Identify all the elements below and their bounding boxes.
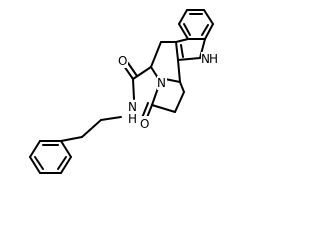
bond-ch2b-phenyl [60, 136, 83, 142]
bond-benzene-6 [178, 9, 188, 25]
bond-c1-c11a [179, 81, 185, 93]
amide-oxygen: O [118, 54, 128, 68]
bond-benzene-inner-3 [183, 23, 191, 36]
bond-ch2a-ch2b [81, 119, 102, 138]
ring-nitrogen: N [157, 76, 167, 90]
bond-c3-o-2 [141, 102, 149, 119]
bond-c6-n-ring [150, 66, 159, 79]
lactam-oxygen: O [140, 116, 150, 131]
bond-benzene-inner-2 [201, 24, 209, 36]
ring-nitrogen-label: N [157, 76, 166, 90]
molecule-structure-diagram: N H N O N H O [29, 9, 219, 174]
bond-c6-c-amide [132, 66, 152, 80]
bond-c-amide-o-1 [123, 65, 134, 80]
bond-c8a-c4b [175, 41, 179, 61]
bond-phenyl-2 [29, 140, 41, 158]
amide-nitrogen-label: N [128, 100, 137, 114]
bond-phenyl-inner-2 [34, 156, 44, 170]
bond-c2-c1 [174, 91, 185, 113]
bond-c3-c2 [151, 104, 176, 113]
indole-nh-label: N H [201, 52, 219, 66]
bond-phenyl-5 [60, 156, 72, 174]
amide-nh: N H [127, 100, 137, 126]
bond-ch2-c6 [150, 41, 162, 68]
indole-nitrogen-label: N [201, 52, 210, 66]
bond-phenyl-3 [29, 156, 41, 174]
bond-phenyl-inner-3 [57, 156, 67, 170]
bond-n-ring-c11a [164, 78, 181, 83]
bond-c-amide-n [132, 78, 135, 100]
bond-benzene-3 [204, 23, 214, 40]
bond-c11a-c8a [177, 59, 181, 83]
bond-c-amide-o-2 [127, 62, 138, 77]
amide-hydrogen-label: H [128, 112, 137, 126]
bond-phenyl-6 [60, 140, 72, 158]
bond-c4b-c3a [175, 38, 189, 43]
bond-n-amide-ch2a [100, 116, 122, 121]
bond-benzene-5 [178, 23, 189, 40]
bond-c7a-n-indole [199, 38, 206, 59]
bond-n-indole-c8a [177, 57, 201, 61]
bond-n-ring-c3 [151, 87, 159, 106]
lactam-oxygen-label: O [140, 117, 149, 131]
atom-labels: N H N O N H O [118, 52, 219, 131]
indole-hydrogen-label: H [209, 52, 218, 66]
amide-oxygen-label: O [118, 54, 127, 68]
bond-c8a-c4b-double [180, 44, 184, 58]
bonds [29, 9, 214, 174]
bond-benzene-2 [203, 9, 214, 25]
